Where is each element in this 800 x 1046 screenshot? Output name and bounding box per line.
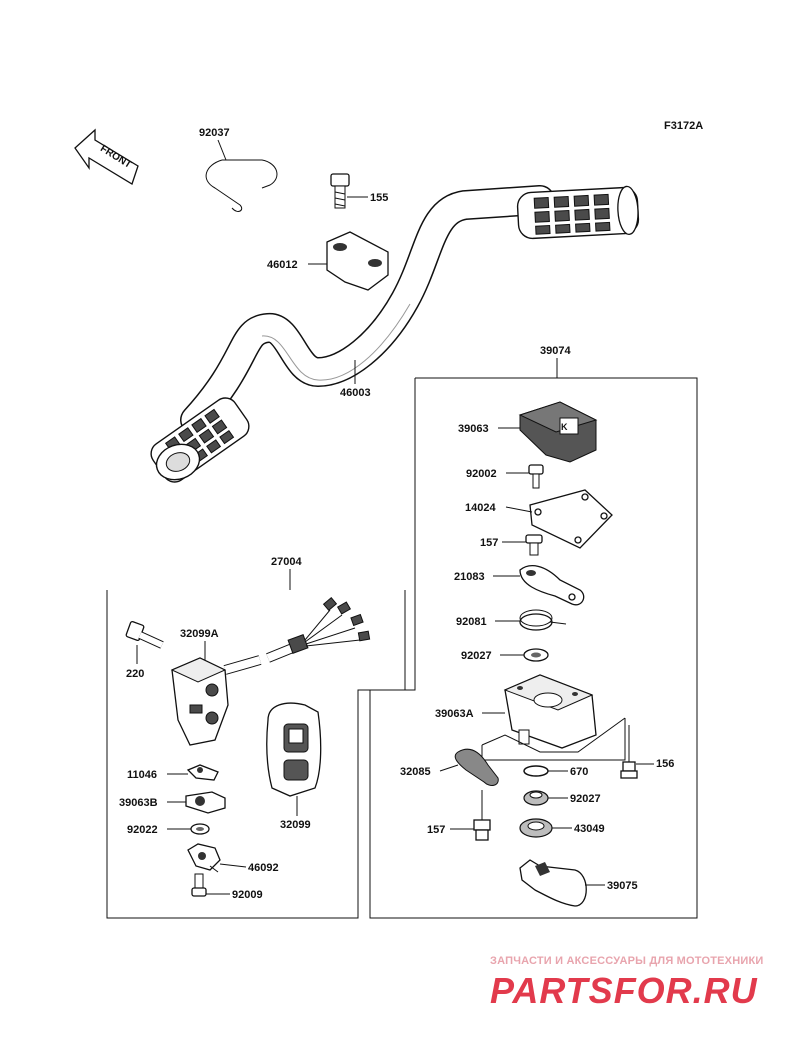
label-92022: 92022 [127, 824, 158, 836]
cover-39063: K [518, 401, 598, 463]
front-arrow-icon: FRONT [74, 128, 139, 185]
washer-92027a [523, 648, 549, 662]
washer-92022 [190, 823, 210, 835]
label-157a: 157 [480, 537, 498, 549]
left-grip [150, 397, 250, 483]
label-11046: 11046 [127, 769, 157, 781]
bracket-11046 [186, 764, 219, 781]
label-32099: 32099 [280, 819, 311, 831]
screw-157a [525, 534, 543, 556]
label-46003: 46003 [340, 387, 371, 399]
label-32099A: 32099A [180, 628, 219, 640]
label-92037: 92037 [199, 127, 230, 139]
label-39074: 39074 [540, 345, 571, 357]
label-27004: 27004 [271, 556, 302, 568]
label-220: 220 [126, 668, 144, 680]
diagram-code: F3172A [664, 120, 703, 132]
watermark-brand: PARTSFOR.RU [490, 970, 758, 1011]
spring-92081 [519, 609, 567, 631]
label-32085: 32085 [400, 766, 431, 778]
plate-14024 [529, 489, 613, 549]
lever-46092 [187, 843, 221, 873]
washer-92027b [523, 790, 549, 806]
label-46092: 46092 [248, 862, 279, 874]
label-155: 155 [370, 192, 388, 204]
lever-39075 [519, 859, 587, 907]
screw-92009 [191, 873, 207, 897]
label-92081: 92081 [456, 616, 487, 628]
label-92009: 92009 [232, 889, 263, 901]
label-39063B: 39063B [119, 797, 158, 809]
screw-157b [473, 790, 491, 841]
oring-670 [523, 765, 549, 777]
label-39063A: 39063A [435, 708, 474, 720]
svg-text:K: K [561, 422, 568, 432]
wiring-harness [223, 597, 371, 675]
label-14024: 14024 [465, 502, 496, 514]
label-670: 670 [570, 766, 588, 778]
clip-92037 [205, 159, 278, 212]
label-43049: 43049 [574, 823, 605, 835]
label-39075: 39075 [607, 880, 638, 892]
lever-32085 [454, 748, 499, 786]
label-92002: 92002 [466, 468, 497, 480]
handlebar [180, 185, 555, 435]
switch-housing-32099A [170, 657, 229, 746]
cover-39063B [185, 791, 226, 814]
switch-32099 [266, 702, 322, 797]
throttle-assembly-frame [369, 377, 698, 919]
holder-46012 [326, 231, 389, 291]
watermark-tagline: ЗАПЧАСТИ И АКСЕССУАРЫ ДЛЯ МОТОТЕХНИКИ [490, 955, 763, 967]
right-grip [516, 185, 640, 240]
label-21083: 21083 [454, 571, 485, 583]
label-92027b: 92027 [570, 793, 601, 805]
seal-43049 [519, 818, 553, 838]
label-46012: 46012 [267, 259, 298, 271]
screw-92002 [528, 464, 544, 489]
bracket-21083 [519, 565, 585, 606]
bolt-155 [330, 173, 350, 209]
housing-39063A [503, 674, 597, 749]
label-156: 156 [656, 758, 674, 770]
bolt-220 [125, 621, 164, 649]
label-157b: 157 [427, 824, 445, 836]
label-92027a: 92027 [461, 650, 492, 662]
label-39063: 39063 [458, 423, 489, 435]
bolt-156 [620, 725, 638, 779]
switch-assembly-frame [106, 590, 406, 919]
